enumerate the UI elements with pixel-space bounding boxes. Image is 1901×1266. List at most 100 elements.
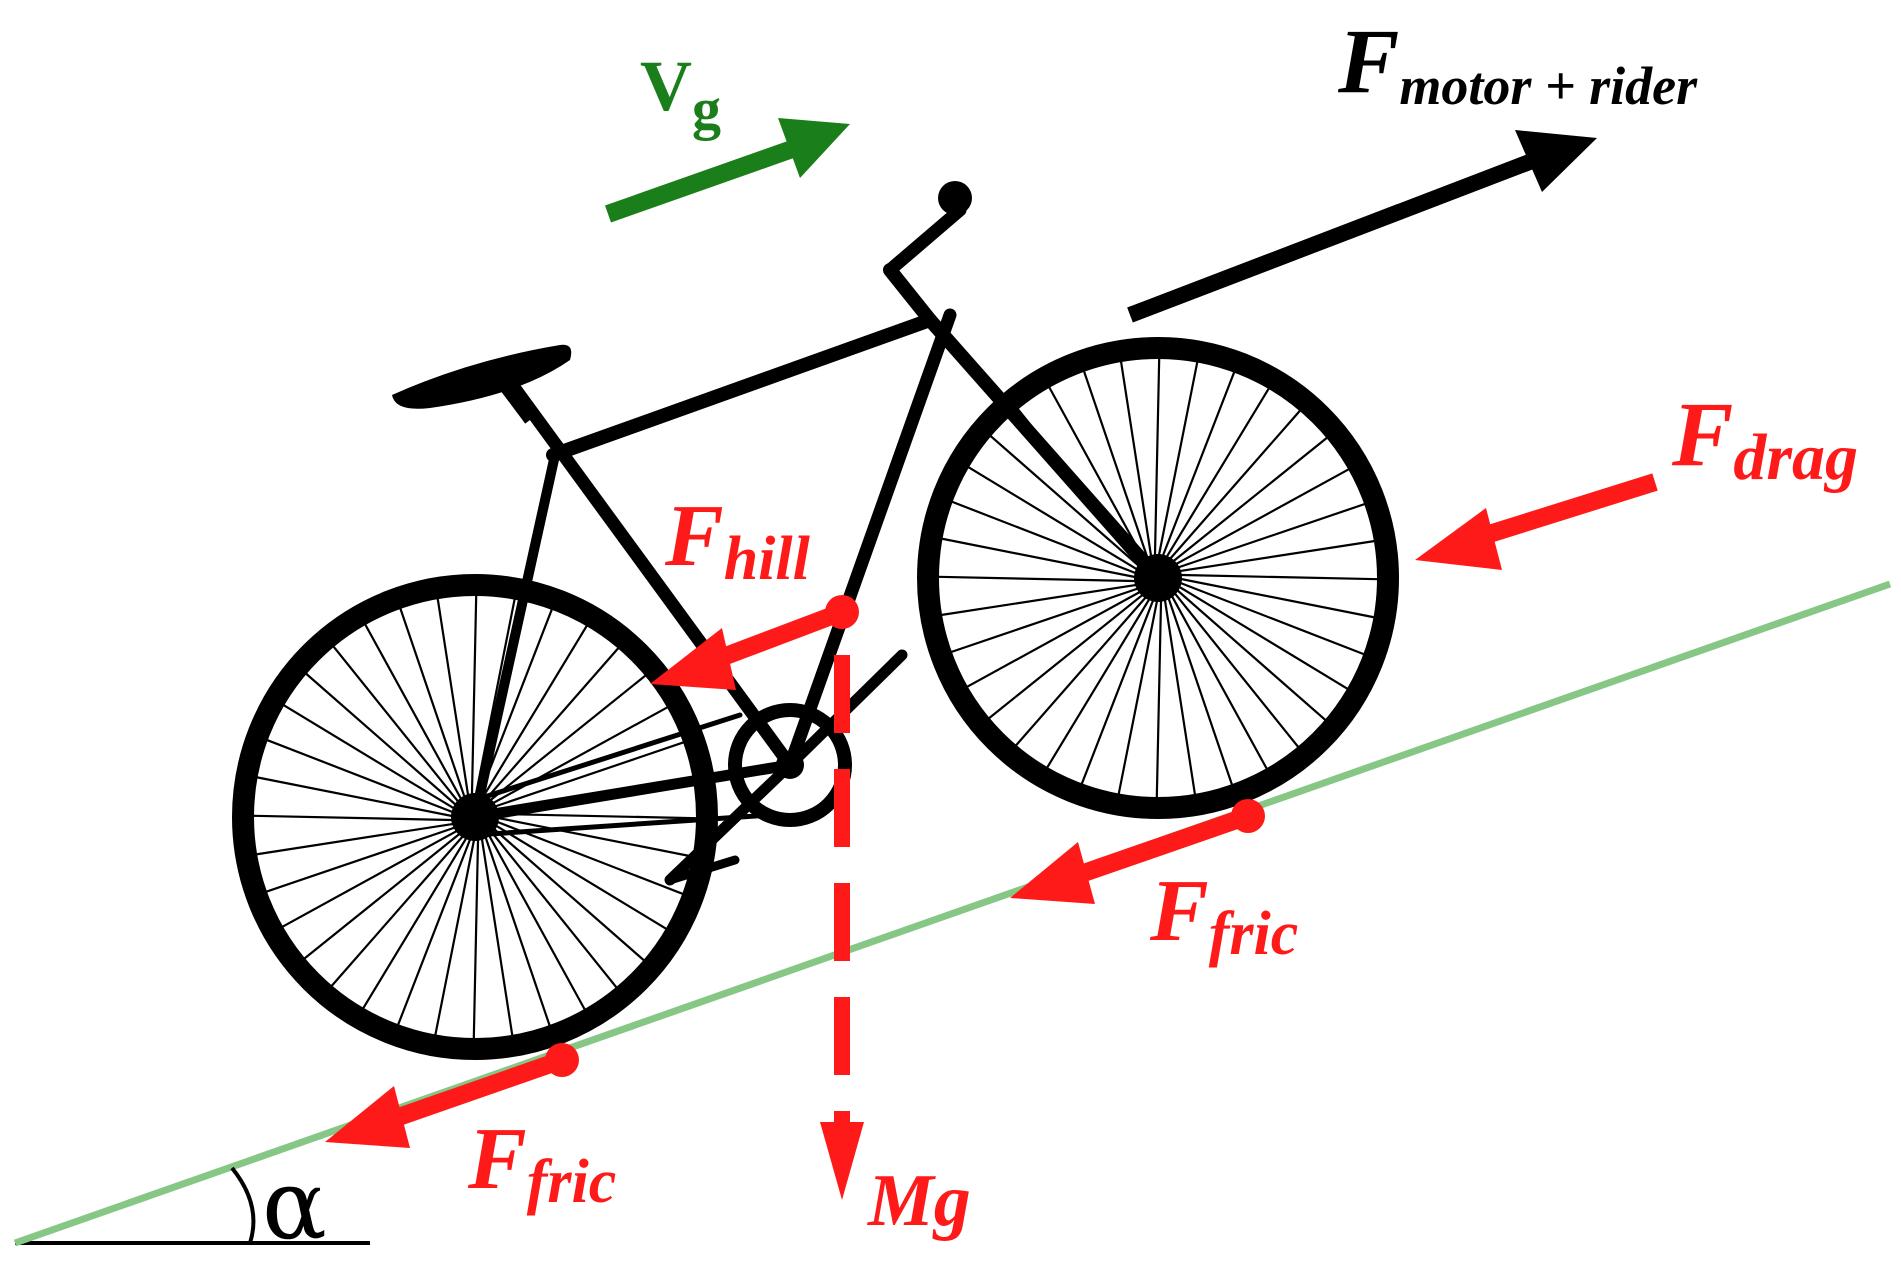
wheel-spoke: [255, 822, 459, 856]
wheel-spoke: [436, 597, 470, 801]
weight-vector: [820, 655, 864, 1200]
motor-rider-force-label: Fmotor + rider: [1337, 10, 1698, 116]
angle-label: α: [262, 1149, 327, 1261]
wheel-spoke: [332, 645, 463, 807]
wheel-spoke: [1014, 592, 1150, 747]
chainring: [728, 703, 852, 827]
velocity-subscript: g: [692, 76, 721, 141]
wheel-spoke: [988, 590, 1148, 720]
wheel-spoke: [304, 672, 461, 809]
wheel-spoke: [482, 832, 551, 1027]
drag-force-vector: [1415, 473, 1658, 570]
hill-force-subscript: hill: [724, 525, 811, 593]
wheel-spoke: [941, 537, 1141, 580]
wheel-spoke: [1082, 370, 1151, 563]
wheel-spoke: [480, 833, 514, 1037]
wheel-spoke: [490, 741, 685, 810]
incline-line: [13, 580, 1892, 1247]
wheel-spoke: [256, 776, 458, 819]
wheel-spoke: [1080, 595, 1156, 785]
wheel-spoke: [487, 827, 618, 989]
friction-front-vector: [1010, 799, 1265, 904]
motor-force-subscript: motor + rider: [1399, 56, 1698, 116]
wheel-spoke: [265, 824, 460, 893]
wheel-spoke: [491, 822, 668, 930]
wheel-spoke: [1163, 387, 1270, 562]
wheel-spoke: [472, 834, 480, 1040]
wheel-spoke: [281, 827, 462, 928]
wheel-spoke: [1153, 357, 1161, 561]
wheel-spoke: [1166, 409, 1302, 564]
friction-rear-main: F: [467, 1111, 527, 1208]
wheel-spoke: [950, 585, 1143, 654]
wheel-spoke: [488, 706, 669, 807]
friction-front-main: F: [1149, 863, 1209, 960]
weight-label: Mg: [867, 1160, 971, 1242]
wheel-spoke: [434, 834, 477, 1036]
wheel-spoke: [282, 704, 459, 812]
wheel-spoke: [330, 831, 467, 988]
front-wheel: [917, 337, 1399, 819]
wheel-spoke: [485, 830, 586, 1011]
wheel-spoke: [266, 738, 458, 815]
wheel-spoke: [1168, 436, 1328, 566]
wheel-spoke: [399, 607, 468, 802]
wheel-spoke: [989, 434, 1144, 570]
motor-rider-force-vector: [1127, 130, 1597, 323]
drag-force-main: F: [1671, 383, 1733, 485]
wheel-spoke: [1170, 588, 1300, 748]
wheel-spoke: [480, 624, 588, 801]
wheel-spoke: [485, 674, 647, 805]
velocity-main: V: [640, 46, 692, 126]
bicycle: [232, 181, 1399, 1060]
velocity-label: Vg: [640, 46, 721, 141]
wheel-spoke: [966, 588, 1145, 688]
wheel-spoke: [1175, 580, 1365, 656]
friction-rear-label: Ffric: [467, 1111, 616, 1216]
wheel-spoke: [1171, 468, 1350, 568]
drag-force-subscript: drag: [1733, 421, 1858, 494]
wheel-spoke: [492, 815, 694, 858]
wheel-spoke: [1119, 360, 1153, 562]
wheel-spoke: [1175, 576, 1375, 619]
wheel-spoke: [1174, 583, 1349, 690]
friction-rear-subscript: fric: [527, 1148, 617, 1216]
friction-rear-vector: [325, 1043, 579, 1148]
wheel-spoke: [940, 583, 1142, 617]
friction-front-subscript: fric: [1209, 900, 1299, 968]
wheel-spoke: [1173, 502, 1366, 571]
wheel-spoke: [1117, 595, 1160, 795]
wheel-spoke: [364, 623, 465, 804]
wheel-spoke: [362, 833, 470, 1010]
wheel-spoke: [1165, 593, 1234, 786]
wheel-spoke: [1172, 586, 1327, 722]
wheel-spoke: [303, 829, 465, 960]
wheel-spoke: [1175, 573, 1379, 581]
wheel-spoke: [1048, 386, 1148, 565]
wheel-spoke: [492, 812, 698, 820]
velocity-vector: [605, 118, 850, 223]
saddle: [392, 344, 572, 409]
wheel-spoke: [252, 814, 458, 822]
drag-force-label: Fdrag: [1671, 383, 1858, 494]
wheel-spoke: [1156, 361, 1199, 561]
hill-force-main: F: [664, 488, 724, 585]
wheel-spoke: [937, 575, 1141, 583]
wheel-spoke: [951, 500, 1141, 576]
hill-force-vector: [650, 595, 859, 690]
motor-force-main: F: [1337, 10, 1399, 112]
wheel-spoke: [1168, 591, 1268, 770]
wheel-spoke: [1163, 594, 1197, 796]
wheel-spoke: [483, 646, 620, 803]
angle-arc: [230, 1166, 256, 1244]
wheel-spoke: [470, 594, 478, 800]
hill-force-label: Fhill: [664, 488, 811, 593]
wheel-spoke: [1174, 539, 1376, 573]
wheel-spoke: [967, 466, 1142, 573]
wheel-spoke: [489, 825, 646, 962]
wheel-spoke: [1046, 594, 1153, 769]
wheel-spoke: [1155, 595, 1163, 799]
friction-front-label: Ffric: [1149, 863, 1298, 968]
wheel-spoke: [396, 834, 473, 1026]
